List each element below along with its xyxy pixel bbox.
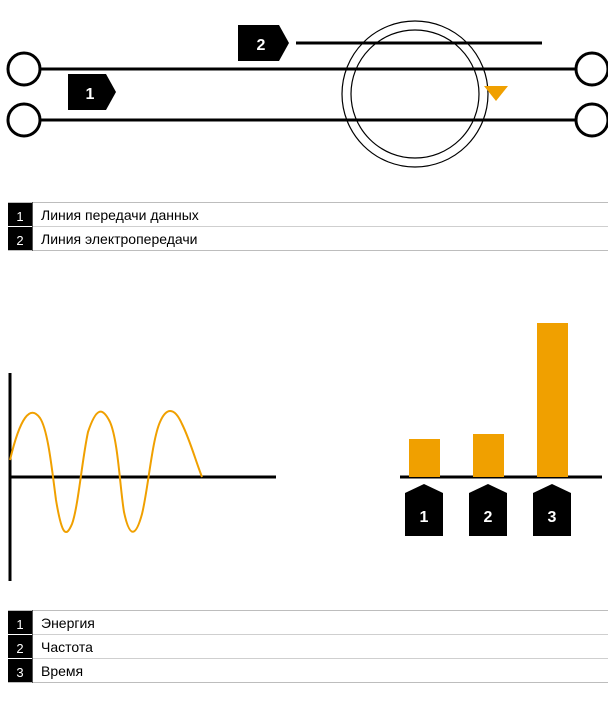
bar-3 bbox=[537, 323, 568, 477]
legend-number: 3 bbox=[8, 658, 33, 683]
bar-callout-3-badge bbox=[533, 484, 571, 536]
bar-callout-2-badge bbox=[469, 484, 507, 536]
clamp-outer-ring bbox=[341, 20, 489, 168]
legend-table-1: 1 Линия передачи данных 2 Линия электроп… bbox=[8, 202, 608, 251]
legend-number: 2 bbox=[8, 634, 33, 659]
bar-callout-1-label: 1 bbox=[420, 509, 429, 526]
signal-diagram: 1 2 3 bbox=[8, 323, 602, 581]
terminal-right-bottom-icon bbox=[574, 102, 608, 138]
legend-table-2: 1 Энергия 2 Частота 3 Время bbox=[8, 610, 608, 683]
legend-label: Энергия bbox=[32, 610, 608, 635]
legend-number: 2 bbox=[8, 226, 33, 251]
callout-1-label: 1 bbox=[86, 86, 95, 103]
legend-row: 1 Энергия bbox=[8, 610, 608, 635]
legend-label: Время bbox=[32, 658, 608, 683]
sine-waveform bbox=[9, 410, 203, 534]
terminal-right-top-icon bbox=[574, 51, 608, 87]
legend-label: Частота bbox=[32, 634, 608, 659]
legend-row: 2 Частота bbox=[8, 634, 608, 659]
bar-callout-3-label: 3 bbox=[548, 509, 557, 526]
callout-2-label: 2 bbox=[257, 37, 266, 54]
bar-callout-1-badge bbox=[405, 484, 443, 536]
legend-number: 1 bbox=[8, 202, 33, 227]
bar-1 bbox=[409, 439, 440, 477]
legend-row: 3 Время bbox=[8, 658, 608, 683]
legend-number: 1 bbox=[8, 610, 33, 635]
cable-diagram: 1 2 bbox=[6, 20, 608, 168]
legend-label: Линия электропередачи bbox=[32, 226, 608, 251]
bar-callout-2-label: 2 bbox=[484, 509, 493, 526]
legend-row: 2 Линия электропередачи bbox=[8, 226, 608, 251]
callout-1-badge bbox=[68, 74, 116, 110]
callout-2-badge bbox=[238, 25, 289, 61]
direction-arrow-icon bbox=[484, 86, 508, 101]
legend-label: Линия передачи данных bbox=[32, 202, 608, 227]
legend-row: 1 Линия передачи данных bbox=[8, 202, 608, 227]
clamp-inner-ring bbox=[350, 29, 480, 159]
terminal-left-bottom-icon bbox=[6, 102, 42, 138]
bar-2 bbox=[473, 434, 504, 477]
terminal-left-top-icon bbox=[6, 51, 42, 87]
